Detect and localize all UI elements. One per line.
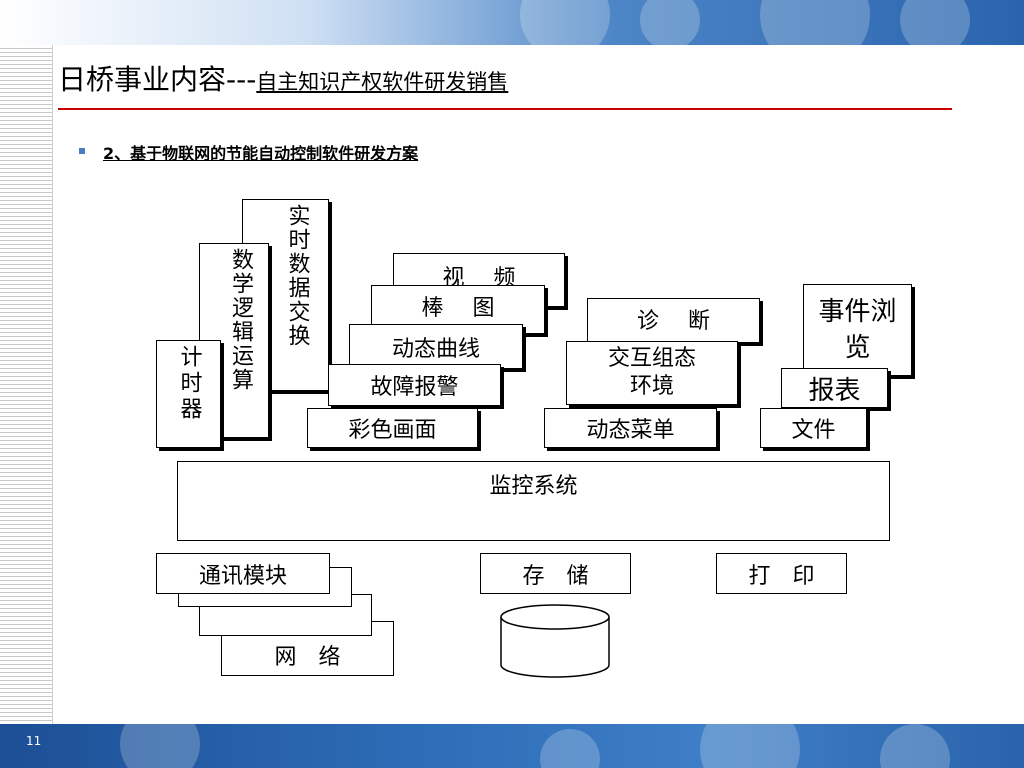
box-report-label: 报表 xyxy=(808,375,861,406)
box-interactive-config: 交互组态环境 xyxy=(566,341,738,405)
title-sub: 自主知识产权软件研发销售 xyxy=(256,70,509,94)
box-storage: 存 储 xyxy=(480,553,631,594)
top-banner xyxy=(0,0,1024,45)
box-comm-module: 通讯模块 xyxy=(156,553,330,594)
box-color-screen: 彩色画面 xyxy=(307,408,478,448)
box-interactive-config-label: 交互组态环境 xyxy=(607,346,696,399)
box-timer-label: 计时器 xyxy=(176,345,202,423)
left-stripe-panel xyxy=(0,45,53,724)
box-print: 打 印 xyxy=(716,553,847,594)
box-file: 文件 xyxy=(760,408,867,448)
box-storage-label: 存 储 xyxy=(522,563,589,589)
box-fault-alarm: 故障报警 xyxy=(328,364,501,406)
box-dynamic-menu: 动态菜单 xyxy=(544,408,717,448)
box-bar-chart-label: 棒 图 xyxy=(421,296,495,321)
box-dynamic-curve-label: 动态曲线 xyxy=(391,336,480,362)
box-report: 报表 xyxy=(781,368,888,408)
box-dynamic-curve: 动态曲线 xyxy=(349,324,523,369)
box-math-logic: 数学逻辑运算 xyxy=(199,243,269,438)
box-diagnosis-label: 诊 断 xyxy=(637,309,710,334)
box-print-label: 打 印 xyxy=(748,563,815,589)
box-monitor-system: 监控系统 xyxy=(177,461,890,541)
title-divider xyxy=(58,108,952,110)
box-file-label: 文件 xyxy=(791,418,836,443)
box-color-screen-label: 彩色画面 xyxy=(348,418,437,443)
box-dynamic-menu-label: 动态菜单 xyxy=(586,418,675,443)
box-timer: 计时器 xyxy=(156,340,221,448)
box-fault-alarm-label: 故障报警 xyxy=(370,375,459,400)
box-realtime-exchange-label: 实时数据交换 xyxy=(284,204,310,348)
bullet-icon xyxy=(79,148,85,154)
storage-cylinder-icon xyxy=(500,604,610,678)
slide-number: 11 xyxy=(26,734,42,748)
box-comm-module-label: 通讯模块 xyxy=(198,563,287,589)
box-math-logic-label: 数学逻辑运算 xyxy=(228,248,253,392)
bullet-text: 2、基于物联网的节能自动控制软件研发方案 xyxy=(103,144,419,163)
bottom-banner xyxy=(0,724,1024,768)
box-network-label: 网 络 xyxy=(274,645,341,670)
slide-title: 日桥事业内容---自主知识产权软件研发销售 xyxy=(58,62,508,100)
box-event-browse-label: 事件浏览 xyxy=(818,297,897,363)
title-main: 日桥事业内容--- xyxy=(58,63,257,96)
box-event-browse: 事件浏览 xyxy=(803,284,912,376)
box-diagnosis: 诊 断 xyxy=(587,298,760,343)
box-monitor-system-label: 监控系统 xyxy=(489,474,578,499)
